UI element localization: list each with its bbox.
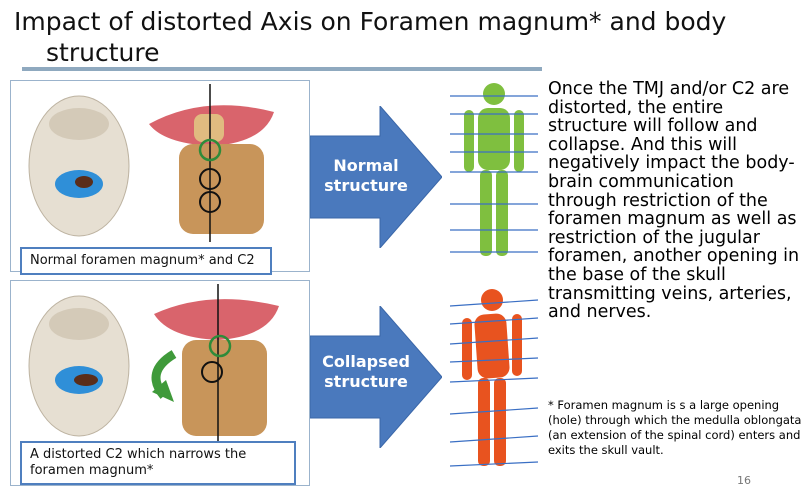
normal-body-figure — [450, 83, 538, 256]
normal-caption: Normal foramen magnum* and C2 — [20, 247, 272, 275]
collapsed-body-figure — [449, 289, 539, 467]
marker-circle — [199, 191, 221, 213]
footnote: * Foramen magnum is s a large opening (h… — [548, 398, 802, 457]
marker-circle-green — [208, 334, 232, 358]
collapsed-arrow-label: Collapsed structure — [322, 352, 410, 391]
collapsed-arrow-icon — [310, 306, 442, 448]
c2-vertebra-icon — [154, 299, 279, 436]
skeleton-icon — [464, 83, 524, 256]
alignment-guide-lines — [449, 299, 539, 467]
marker-circle-green — [198, 138, 222, 162]
slide-title-line-1: Impact of distorted Axis on Foramen magn… — [14, 7, 727, 36]
c2-vertebra-icon — [149, 105, 274, 234]
slide-title: Impact of distorted Axis on Foramen magn… — [14, 6, 774, 68]
marker-circle — [201, 361, 223, 383]
rotation-arrowhead-icon — [152, 380, 174, 402]
skull-base-icon — [28, 95, 130, 237]
explanation-text: Once the TMJ and/or C2 are distorted, th… — [548, 79, 800, 323]
skull-base-icon — [28, 295, 130, 437]
slide-title-line-2: structure — [46, 38, 160, 67]
normal-skull-vertebra-illustration — [28, 84, 274, 242]
alignment-guide-lines — [450, 95, 538, 253]
distorted-caption: A distorted C2 which narrows the foramen… — [20, 441, 296, 485]
title-divider — [22, 67, 542, 71]
skeleton-icon — [462, 289, 522, 466]
marker-circle — [199, 168, 221, 190]
normal-arrow-icon — [310, 106, 442, 248]
normal-arrow-label: Normal structure — [324, 156, 408, 195]
distorted-skull-vertebra-illustration — [28, 284, 279, 442]
page-number: 16 — [737, 474, 751, 487]
